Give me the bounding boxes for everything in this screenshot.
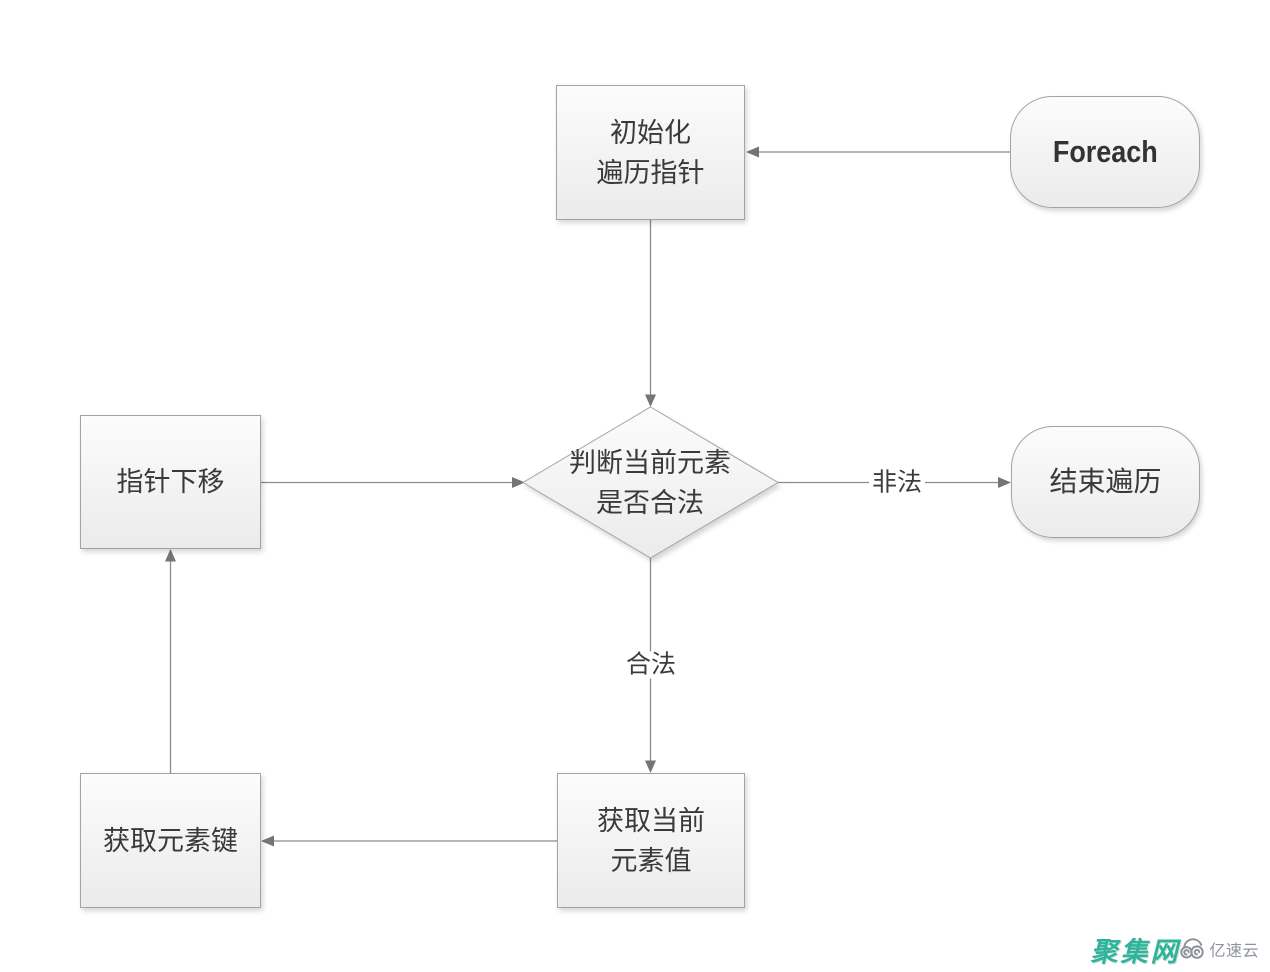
edge-get-value-to-get-key — [261, 835, 557, 847]
node-judge-line1: 判断当前元素 — [569, 448, 731, 478]
node-judge-shape — [522, 406, 779, 559]
edge-move-pointer-to-judge — [261, 477, 525, 488]
arrowhead-left-icon — [261, 835, 274, 847]
cloud-icon — [1180, 938, 1205, 959]
edge-label-illegal: 非法 — [868, 469, 926, 497]
edge-init-to-judge — [645, 220, 656, 407]
node-get-key-label: 获取元素键 — [103, 825, 238, 856]
arrowhead-down-icon — [645, 760, 656, 773]
node-move-label: 指针下移 — [116, 467, 225, 497]
node-get-value: 获取当前 元素值 — [557, 773, 745, 908]
edge-get-key-to-move-pointer — [165, 549, 176, 773]
node-end-traversal: 结束遍历 — [1011, 426, 1200, 538]
node-init-line2: 遍历指针 — [596, 157, 705, 188]
watermark: 聚集网 亿速云 — [1090, 926, 1259, 967]
node-foreach: Foreach — [1010, 96, 1200, 208]
node-get-value-line2: 元素值 — [610, 845, 692, 876]
arrowhead-down-icon — [645, 394, 656, 407]
watermark-site-name: 聚集网 — [1090, 937, 1181, 967]
arrowhead-left-icon — [746, 146, 759, 158]
node-judge-line2: 是否合法 — [596, 488, 704, 518]
arrowhead-right-icon — [512, 477, 525, 488]
arrowhead-right-icon — [998, 477, 1011, 488]
node-get-key: 获取元素键 — [80, 773, 261, 908]
node-get-value-line1: 获取当前 — [597, 805, 705, 836]
node-foreach-label: Foreach — [1052, 134, 1158, 169]
node-init-line1: 初始化 — [610, 117, 691, 148]
node-init-pointer: 初始化 遍历指针 — [556, 85, 745, 220]
node-move-pointer: 指针下移 — [80, 415, 261, 549]
node-end-label: 结束遍历 — [1049, 466, 1162, 497]
edge-foreach-to-init — [746, 146, 1010, 158]
watermark-brand-name: 亿速云 — [1209, 942, 1259, 960]
edge-label-legal: 合法 — [622, 651, 680, 679]
node-judge-label: 判断当前元素 是否合法 — [569, 443, 731, 523]
arrowhead-up-icon — [165, 549, 176, 562]
